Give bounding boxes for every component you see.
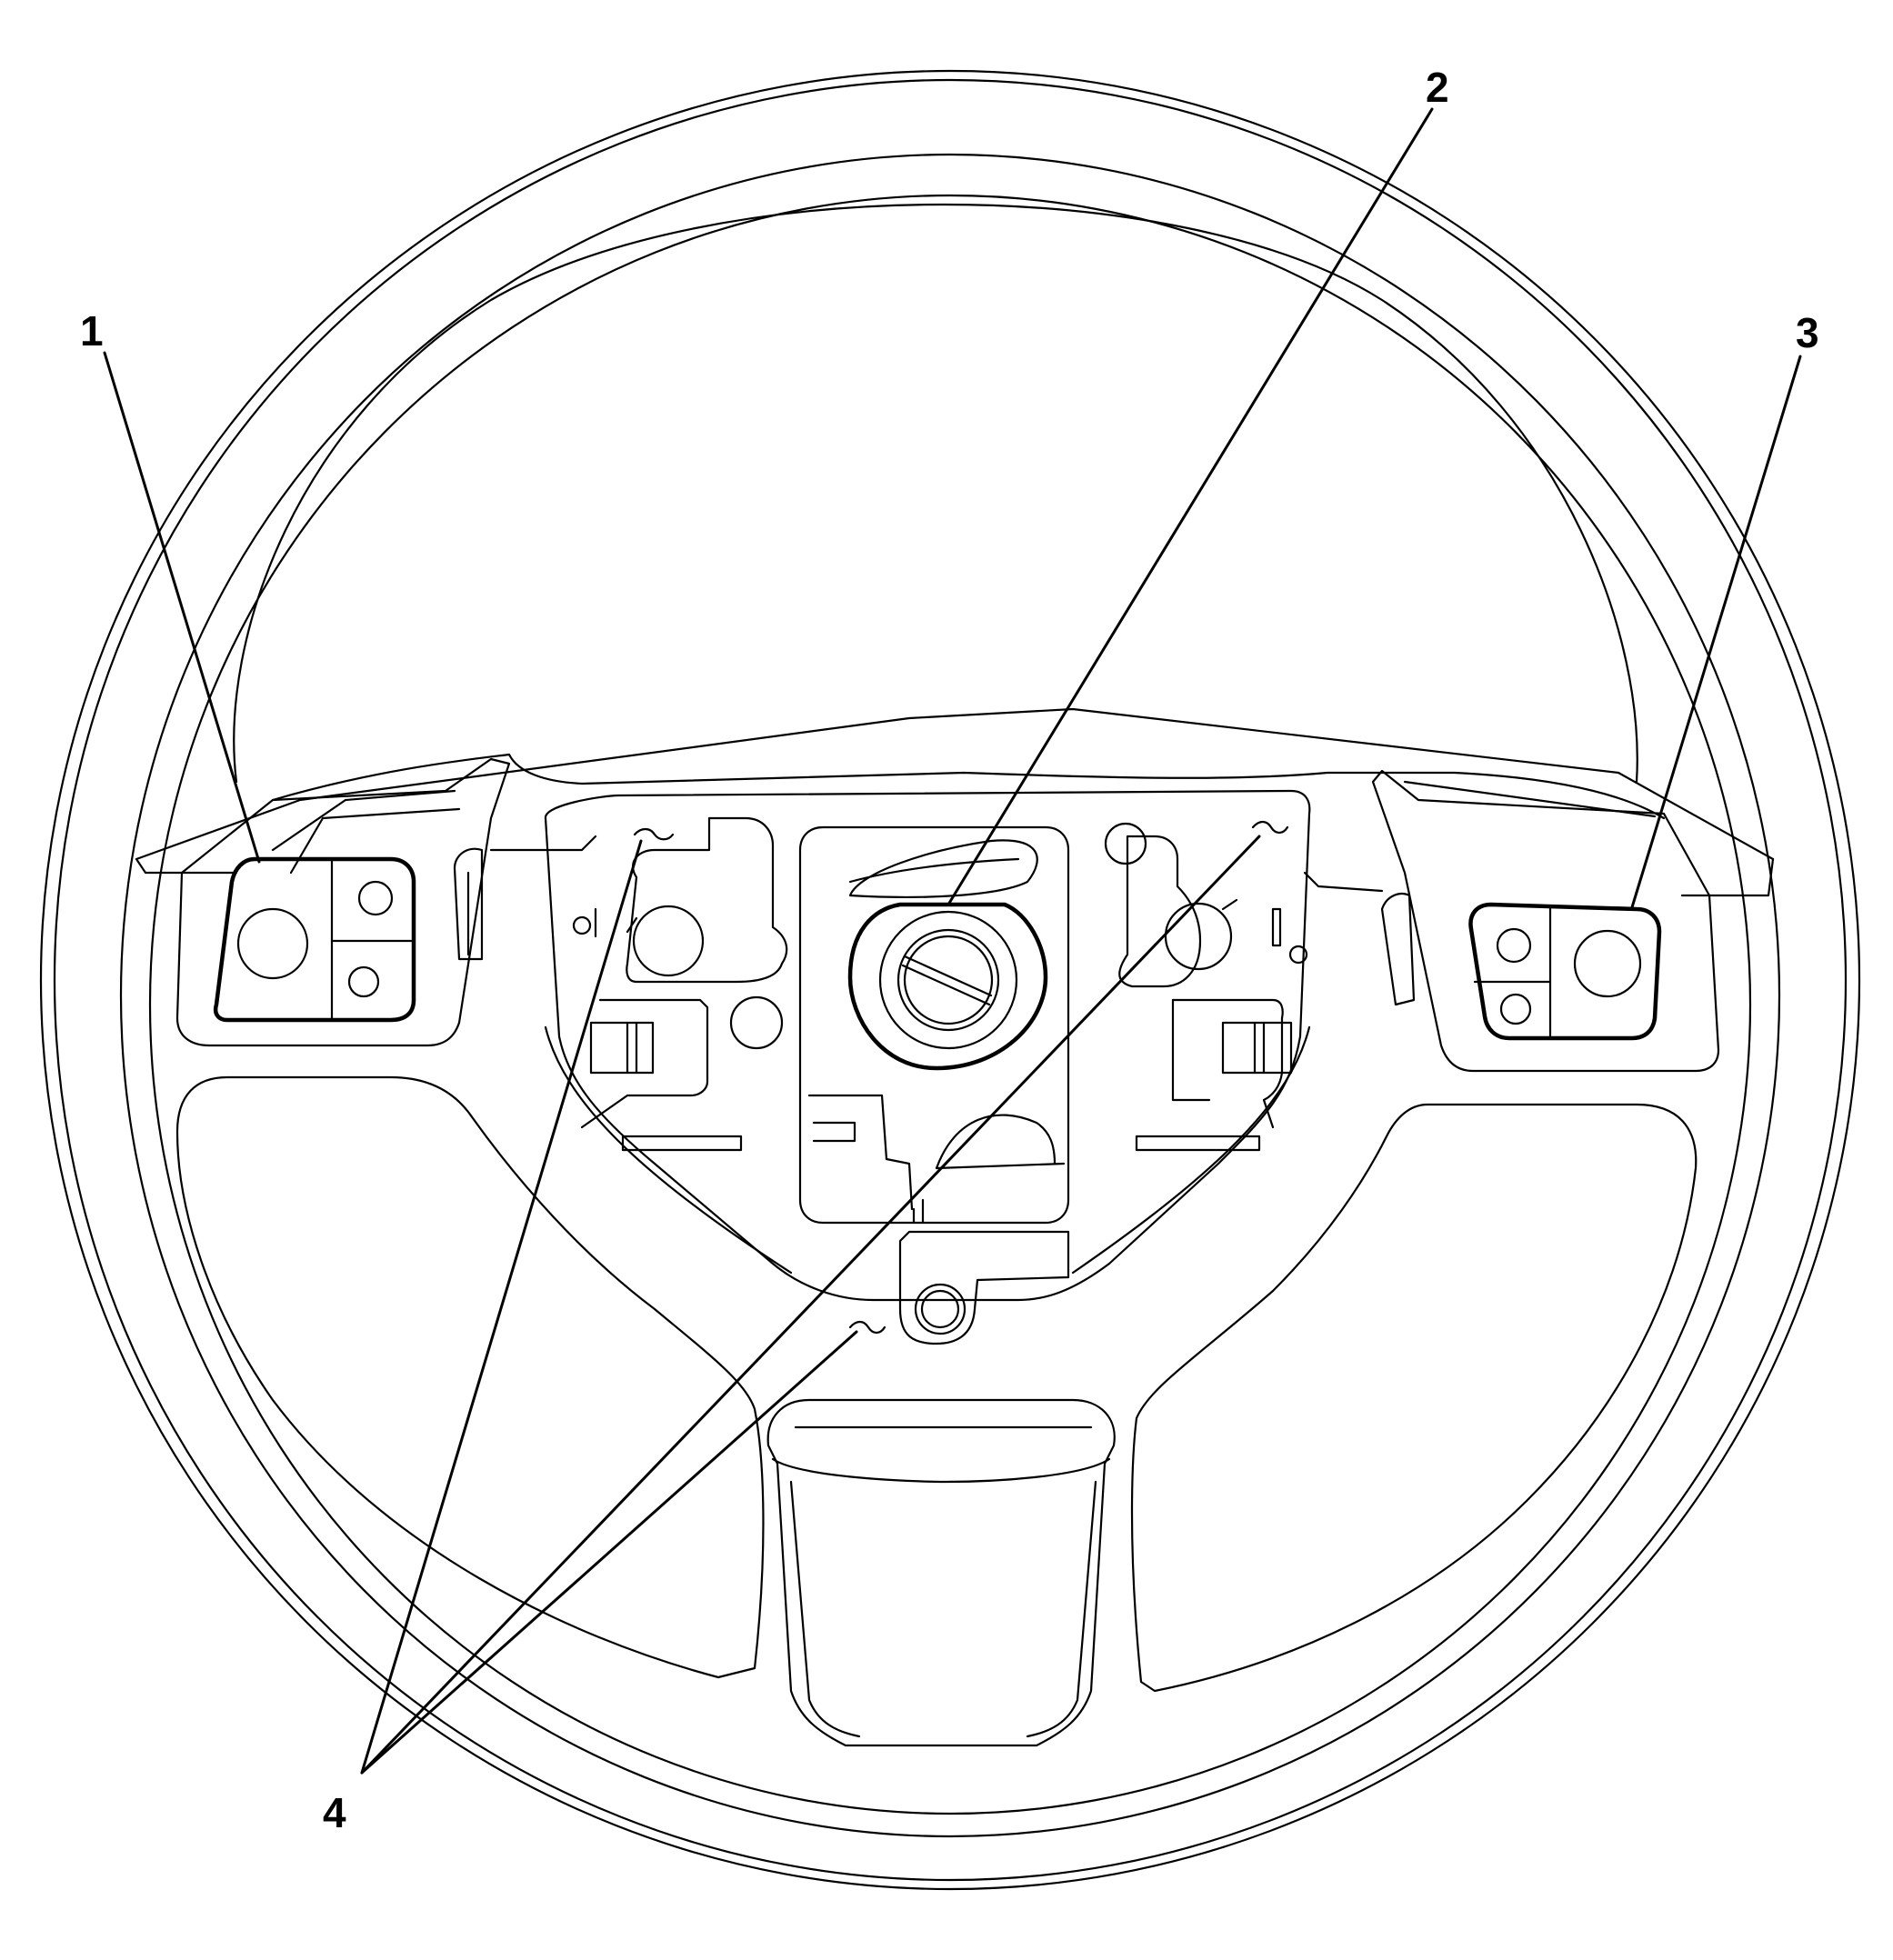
callout-3: 3 — [1796, 309, 1819, 356]
steering-wheel-rim — [39, 69, 1861, 1891]
callout-2: 2 — [1426, 64, 1449, 111]
leader-line-3 — [1630, 355, 1802, 909]
right-steering-wheel-control-switch — [1468, 902, 1662, 1041]
upper-crossbar — [135, 203, 1775, 897]
center-hub — [544, 789, 1311, 1345]
leader-lines — [103, 107, 1802, 1775]
right-spoke — [1303, 769, 1720, 1073]
leader-line-2 — [946, 107, 1434, 906]
leader-line-4c — [360, 1330, 858, 1775]
left-spoke — [175, 757, 597, 1047]
left-steering-wheel-control-switch — [213, 856, 416, 1023]
callout-1: 1 — [80, 307, 104, 355]
leader-line-4b — [360, 835, 1261, 1775]
leader-line-1 — [103, 351, 261, 864]
leader-line-4a — [360, 839, 643, 1775]
lower-spokes — [175, 1075, 1698, 1747]
steering-wheel-inflatable-restraint-coil — [847, 902, 1048, 1071]
callout-4: 4 — [323, 1789, 346, 1836]
